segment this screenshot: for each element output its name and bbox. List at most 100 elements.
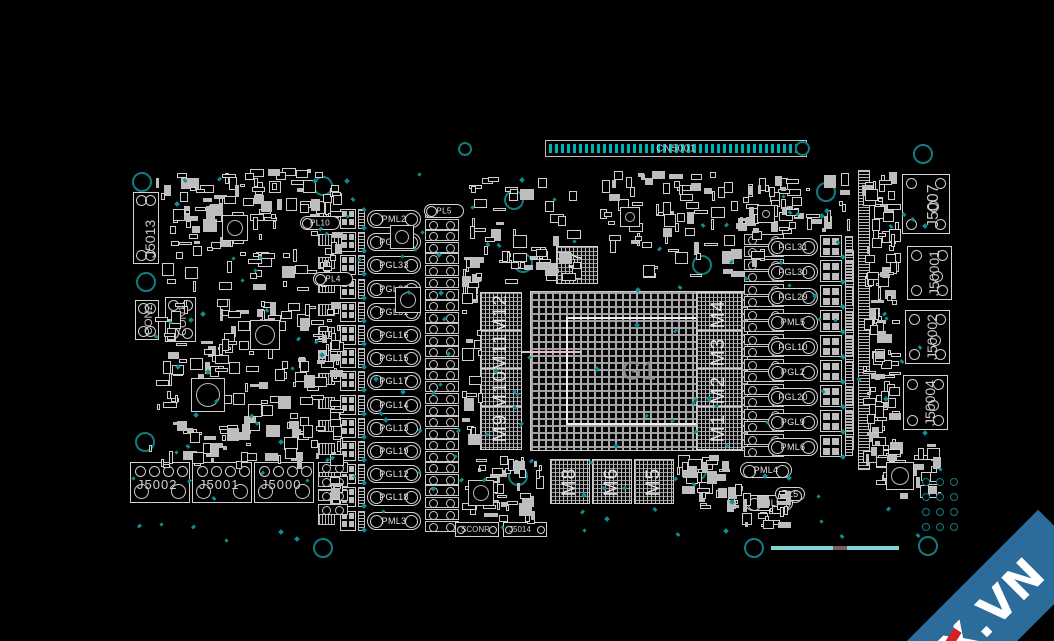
connector-j50004[interactable]	[903, 375, 948, 430]
smd-pad-filled	[462, 418, 470, 422]
memory-m12[interactable]: M12	[480, 292, 522, 336]
connector-j5001[interactable]: J5001	[192, 462, 252, 503]
component-right-pgl10[interactable]: PGL10	[768, 338, 818, 356]
smd-component	[779, 227, 789, 231]
component-pml3[interactable]: PML3	[367, 512, 421, 530]
via-marker	[456, 428, 461, 434]
qfp-package	[222, 215, 248, 241]
smd-pad-filled	[297, 460, 302, 469]
via-marker	[361, 364, 367, 370]
connector-j50002[interactable]	[905, 310, 950, 364]
memory-m9[interactable]: M9	[480, 406, 522, 450]
smd-pad-filled	[638, 173, 644, 177]
smd-component	[281, 311, 292, 319]
pad	[748, 385, 757, 395]
smd-component	[300, 361, 309, 372]
connector-j5000[interactable]: J5000	[254, 462, 314, 503]
component-pl4[interactable]: PL4	[313, 272, 353, 286]
connector-j5002[interactable]: J5002	[130, 462, 190, 503]
connector-label-sconr: SCONR	[461, 525, 490, 534]
component-pl10[interactable]: PL10	[300, 216, 340, 230]
component-label: PGL14	[379, 400, 409, 410]
smd-pad-filled	[289, 421, 299, 429]
pad	[429, 406, 438, 416]
component-pad	[802, 316, 815, 329]
smd-component	[303, 180, 316, 193]
smd-component	[320, 262, 324, 268]
smd-pad-filled	[297, 188, 306, 192]
pad	[748, 347, 757, 357]
component-pgl18[interactable]: PGL18	[367, 488, 421, 506]
via-marker	[224, 538, 229, 543]
memory-m5[interactable]: M5	[634, 459, 674, 504]
memory-m2[interactable]: M2	[696, 368, 742, 412]
component-label: PGL15	[379, 353, 409, 363]
component-right-pgl29[interactable]: PGL29	[768, 288, 818, 306]
component-pml4[interactable]: PML4	[740, 462, 792, 478]
connector-sconr[interactable]	[455, 522, 499, 537]
smd-pad-filled	[832, 323, 839, 330]
smd-pad-filled	[823, 348, 830, 355]
edge-connector-label: CN5001	[656, 143, 696, 154]
package-outline	[762, 210, 770, 218]
smd-pad-filled	[771, 221, 778, 232]
pad	[748, 335, 757, 345]
component-pgl19[interactable]: PGL19	[367, 442, 421, 460]
package-outline	[473, 485, 489, 501]
smd-pad-filled	[823, 248, 830, 255]
pad	[429, 231, 438, 241]
via-marker	[816, 494, 821, 499]
edge-connector-cn5001[interactable]: CN5001	[545, 140, 807, 157]
test-pad	[922, 493, 930, 501]
smd-component	[189, 234, 198, 239]
component-right-pml5[interactable]: PML5	[768, 313, 818, 331]
component-right-pml6[interactable]: PML6	[768, 438, 818, 456]
component-pgl13[interactable]: PGL13	[367, 419, 421, 437]
pad-pair	[425, 253, 459, 264]
component-pad	[370, 329, 383, 342]
connector-j50001[interactable]	[907, 246, 952, 300]
edge-connector-pins	[549, 144, 803, 153]
memory-m1[interactable]: M1	[696, 406, 742, 450]
smd-component	[196, 189, 205, 193]
component-right-pgl31[interactable]: PGL31	[768, 238, 818, 256]
memory-m4[interactable]: M4	[696, 292, 742, 336]
component-right-pgl9[interactable]: PGL9	[768, 413, 818, 431]
qfp-package	[468, 480, 494, 506]
smd-component	[872, 238, 882, 248]
component-pgl17[interactable]: PGL17	[367, 372, 421, 390]
smd-pad-filled	[470, 259, 480, 268]
component-pl5[interactable]: PL5	[424, 204, 464, 218]
smd-pad-filled	[282, 266, 295, 278]
pad	[748, 422, 757, 432]
smd-component	[735, 484, 742, 496]
component-pgl15[interactable]: PGL15	[367, 349, 421, 367]
smd-component	[204, 349, 213, 355]
smd-component	[610, 240, 616, 253]
component-pgl16[interactable]: PGL16	[367, 326, 421, 344]
pad	[446, 220, 455, 230]
smd-component	[249, 351, 254, 355]
component-right-pgl30[interactable]: PGL30	[768, 263, 818, 281]
pad	[446, 417, 455, 427]
memory-m6[interactable]: M6	[592, 459, 632, 504]
smd-component	[779, 491, 786, 495]
smd-pad-filled	[645, 178, 653, 185]
smd-pad-filled	[250, 384, 259, 387]
component-right-pgl20[interactable]: PGL20	[768, 388, 818, 406]
component-pgl14[interactable]: PGL14	[367, 396, 421, 414]
smd-component	[283, 253, 290, 258]
component-pad	[370, 422, 383, 435]
component-pad	[405, 352, 418, 365]
component-right-pgl2[interactable]: PGL2	[768, 363, 818, 381]
memory-m3[interactable]: M3	[696, 330, 742, 374]
pad	[429, 452, 438, 462]
connector-j5014[interactable]	[503, 522, 547, 537]
smd-pad-filled	[822, 228, 826, 232]
via-marker	[519, 421, 524, 427]
component-pgl12[interactable]: PGL12	[367, 465, 421, 483]
connector-j5013[interactable]	[133, 192, 159, 264]
smd-component	[161, 459, 164, 467]
component-pgl33[interactable]: PGL33	[367, 256, 421, 274]
